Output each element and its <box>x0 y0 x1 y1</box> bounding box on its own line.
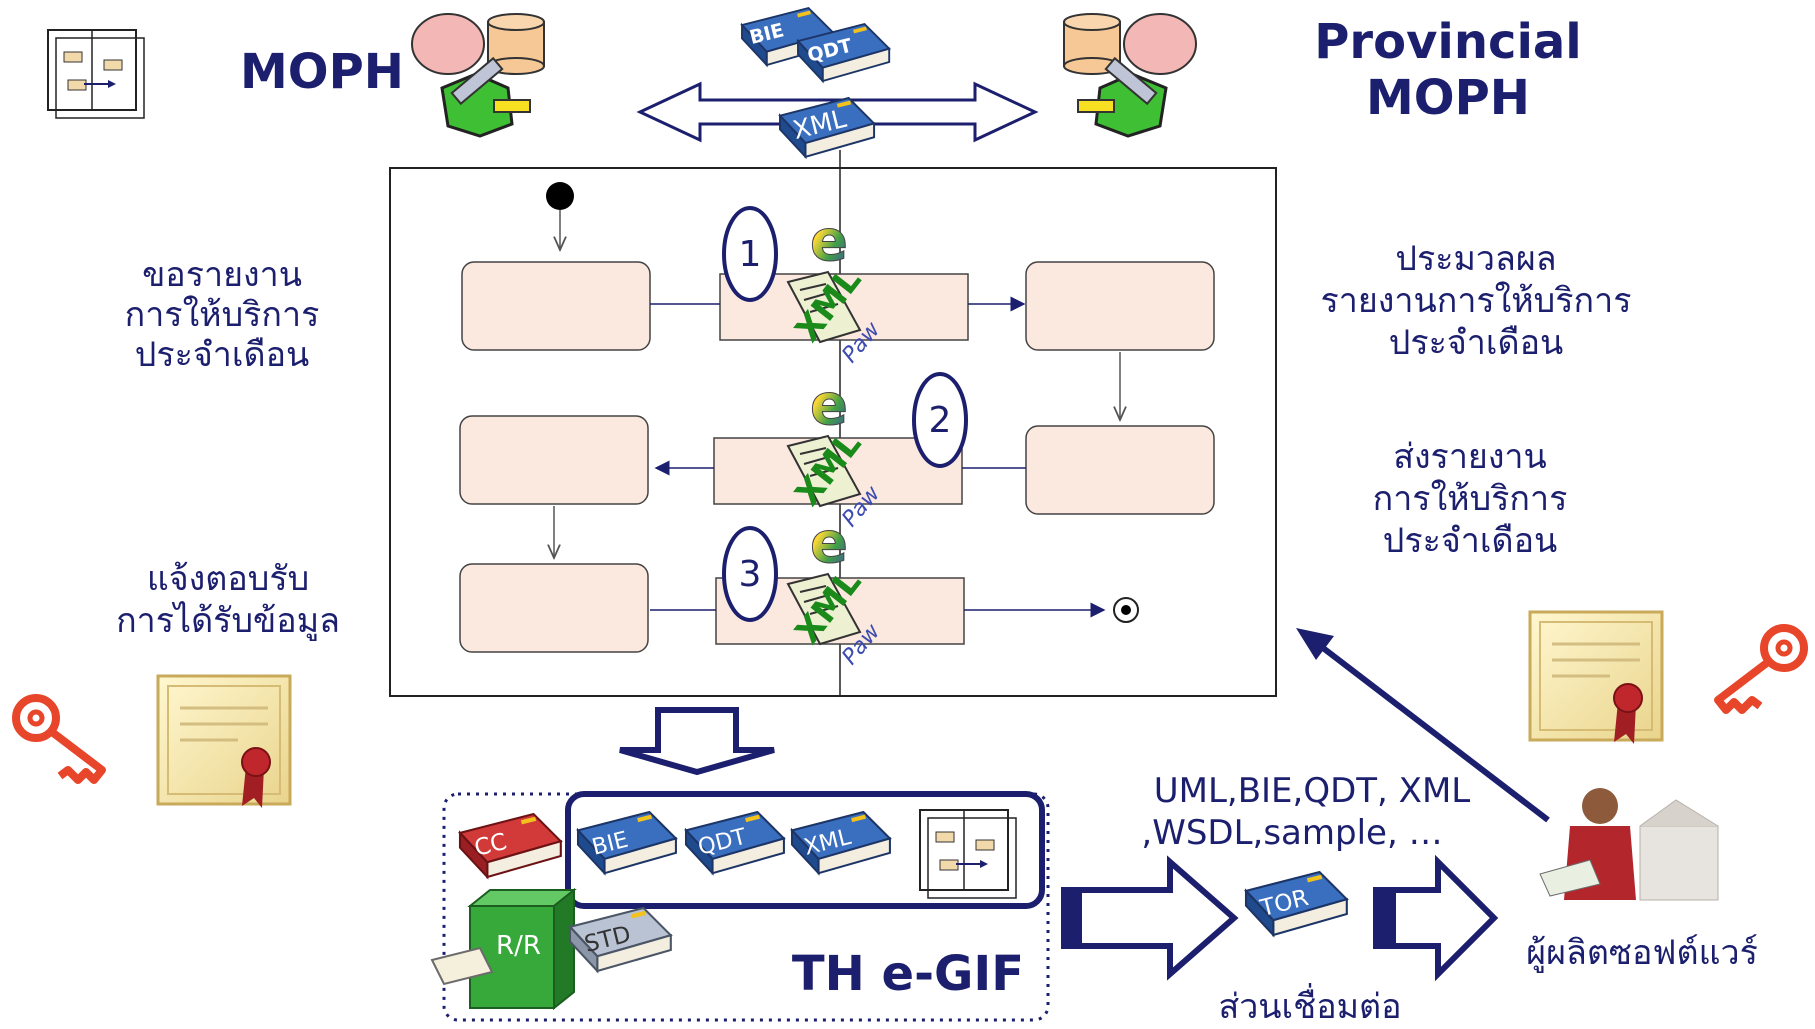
deliverables-line2: ,WSDL,sample, … <box>1141 813 1442 853</box>
svg-text:การได้รับข้อมูล: การได้รับข้อมูล <box>116 601 340 641</box>
svg-text:e: e <box>810 511 848 576</box>
book-tor: TOR <box>1244 870 1348 937</box>
provincial-database-icon <box>1062 12 1198 138</box>
step-badge-3: 3 <box>722 526 778 622</box>
label-send-report: ส่งรายงาน การให้บริการ ประจำเดือน <box>1373 437 1568 561</box>
svg-text:e: e <box>810 373 848 438</box>
book-bie-top: BIE <box>741 7 835 66</box>
svg-text:ประจำเดือน: ประจำเดือน <box>1383 521 1557 561</box>
svg-text:ประจำเดือน: ประจำเดือน <box>1389 323 1563 363</box>
svg-text:การให้บริการ: การให้บริการ <box>125 295 320 335</box>
certificate-right <box>1528 610 1664 746</box>
activity-process <box>1025 261 1215 351</box>
egif-title: TH e-GIF <box>792 946 1024 1002</box>
step-badge-1: 1 <box>722 206 778 302</box>
developer-icon <box>1539 788 1719 901</box>
deliverables-line1: UML,BIE,QDT, XML <box>1154 771 1471 811</box>
book-xml-top: XML <box>779 97 876 158</box>
activity-send <box>1025 425 1215 515</box>
egif-core-frame <box>565 791 1045 909</box>
step-badge-2: 2 <box>912 372 968 468</box>
svg-text:รายงานการให้บริการ: รายงานการให้บริการ <box>1321 281 1632 321</box>
developer-label: ผู้ผลิตซอฟต์แวร์ <box>1526 933 1758 973</box>
moph-process-icon <box>47 29 145 119</box>
arrow-egif-to-tor <box>1061 855 1239 981</box>
svg-text:การให้บริการ: การให้บริการ <box>1373 479 1568 519</box>
book-bie: BIE <box>576 810 677 875</box>
rr-server-icon: R/R <box>430 887 577 1011</box>
svg-text:2: 2 <box>929 400 952 441</box>
moph-label: MOPH <box>240 44 404 100</box>
book-std: STD <box>568 906 672 973</box>
svg-text:แจ้งตอบรับ: แจ้งตอบรับ <box>147 559 309 599</box>
book-cc: CC <box>458 812 562 879</box>
label-process-report: ประมวลผล รายงานการให้บริการ ประจำเดือน <box>1321 239 1632 363</box>
egif-process-icon <box>919 809 1017 899</box>
book-qdt: QDT <box>684 810 785 875</box>
label-acknowledge: แจ้งตอบรับ การได้รับข้อมูล <box>116 559 340 641</box>
activity-receive <box>459 415 649 505</box>
certificate-left <box>156 674 292 810</box>
svg-text:1: 1 <box>739 234 762 275</box>
svg-text:3: 3 <box>739 554 762 595</box>
interface-label: ส่วนเชื่อมต่อ <box>1218 983 1401 1025</box>
developer-to-diagram-arrow <box>1308 635 1550 823</box>
key-right <box>1718 628 1804 710</box>
svg-text:e: e <box>810 209 848 274</box>
key-left <box>16 698 102 780</box>
moph-database-icon <box>410 12 546 138</box>
provincial-label-line2: MOPH <box>1366 70 1530 126</box>
svg-text:ประจำเดือน: ประจำเดือน <box>135 335 309 375</box>
book-qdt-top: QDT <box>797 23 891 82</box>
book-xml: XML <box>790 810 891 875</box>
activity-request <box>461 261 651 351</box>
activity-acknowledge <box>459 563 649 653</box>
start-node <box>546 182 574 210</box>
svg-text:ประมวลผล: ประมวลผล <box>1395 239 1556 279</box>
label-request-report: ขอรายงาน การให้บริการ ประจำเดือน <box>125 255 320 375</box>
svg-text:ขอรายงาน: ขอรายงาน <box>142 255 302 295</box>
svg-text:ส่งรายงาน: ส่งรายงาน <box>1393 437 1547 477</box>
provincial-label-line1: Provincial <box>1314 14 1582 70</box>
end-node <box>1113 597 1139 623</box>
down-arrow <box>619 707 775 776</box>
svg-text:R/R: R/R <box>496 931 541 961</box>
